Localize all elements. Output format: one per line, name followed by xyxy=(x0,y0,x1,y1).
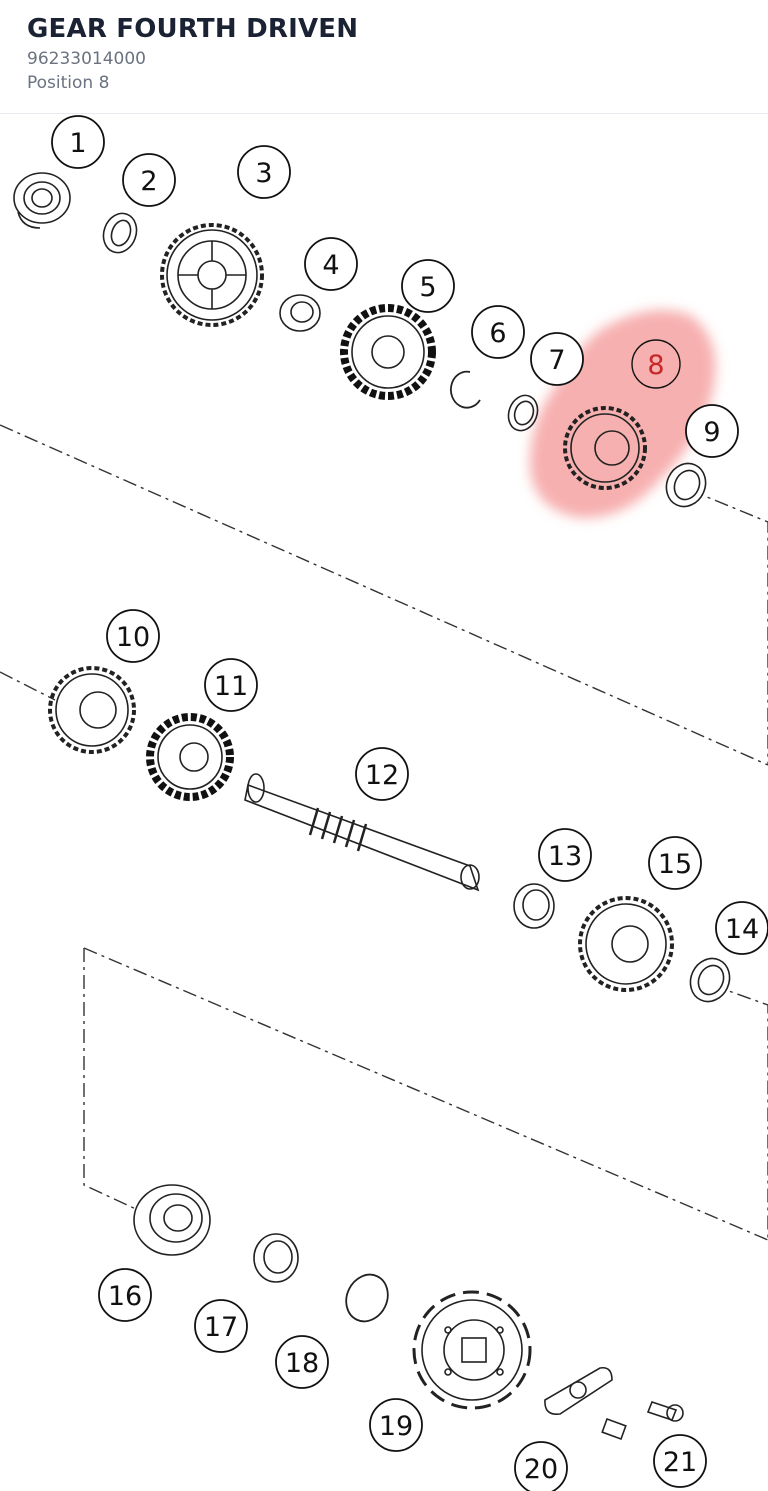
callout-number: 15 xyxy=(658,849,692,880)
callout-number: 13 xyxy=(548,841,582,872)
callout-number: 1 xyxy=(69,128,86,159)
part-20-plate xyxy=(544,1366,627,1441)
callout-circle xyxy=(194,1299,248,1353)
callout-9[interactable]: 9 xyxy=(685,404,739,458)
part-8-gear xyxy=(563,406,647,490)
callout-circle xyxy=(355,747,409,801)
callout-number: 17 xyxy=(204,1312,238,1343)
callout-number: 11 xyxy=(214,671,248,702)
part-number: 96233014000 xyxy=(27,49,146,69)
callout-circle xyxy=(106,609,160,663)
callout-14[interactable]: 14 xyxy=(715,901,768,955)
part-5-gear xyxy=(340,304,436,400)
callout-circle xyxy=(538,828,592,882)
callout-number: 16 xyxy=(108,1281,142,1312)
callout-circle xyxy=(204,658,258,712)
part-3-gear xyxy=(160,223,264,327)
part-2-washer xyxy=(102,212,138,254)
callout-number: 20 xyxy=(524,1454,558,1485)
part-title: GEAR FOURTH DRIVEN xyxy=(27,14,359,44)
part-6-clip xyxy=(450,370,481,409)
callout-circle xyxy=(631,339,681,389)
callout-circle xyxy=(237,145,291,199)
callout-circle xyxy=(51,115,105,169)
callout-number: 3 xyxy=(255,158,272,189)
callout-19[interactable]: 19 xyxy=(369,1398,423,1452)
callout-circle xyxy=(304,237,358,291)
callout-3[interactable]: 3 xyxy=(237,145,291,199)
part-15-gear xyxy=(578,896,674,992)
part-1-bearing xyxy=(13,172,71,229)
callout-circle xyxy=(648,836,702,890)
callout-number: 10 xyxy=(116,622,150,653)
callout-number: 7 xyxy=(548,345,565,376)
part-9-washer xyxy=(665,462,707,508)
callout-10[interactable]: 10 xyxy=(106,609,160,663)
callout-17[interactable]: 17 xyxy=(194,1299,248,1353)
callout-number: 4 xyxy=(322,250,339,281)
callout-circle xyxy=(685,404,739,458)
part-12-shaft xyxy=(244,773,480,892)
callout-4[interactable]: 4 xyxy=(304,237,358,291)
callout-number: 6 xyxy=(489,318,506,349)
part-7-ring xyxy=(507,394,539,432)
callout-number: 18 xyxy=(285,1348,319,1379)
callout-21[interactable]: 21 xyxy=(653,1434,707,1488)
callout-number: 12 xyxy=(365,760,399,791)
callout-number: 9 xyxy=(703,417,720,448)
part-13-bush xyxy=(513,883,555,929)
callout-circle xyxy=(122,153,176,207)
callout-circle xyxy=(98,1268,152,1322)
part-19-sprocket xyxy=(412,1290,532,1410)
callout-6[interactable]: 6 xyxy=(471,305,525,359)
callout-circle xyxy=(275,1335,329,1389)
part-11-gear xyxy=(146,713,234,801)
part-4-bush xyxy=(279,294,321,332)
callout-circle xyxy=(369,1398,423,1452)
part-10-gear xyxy=(48,666,136,754)
part-17-bush xyxy=(253,1233,299,1283)
callout-20[interactable]: 20 xyxy=(514,1441,568,1491)
callout-16[interactable]: 16 xyxy=(98,1268,152,1322)
callout-12[interactable]: 12 xyxy=(355,747,409,801)
callout-circle xyxy=(401,259,455,313)
callout-number: 2 xyxy=(140,166,157,197)
callout-circle xyxy=(715,901,768,955)
callout-number: 19 xyxy=(379,1411,413,1442)
callout-18[interactable]: 18 xyxy=(275,1335,329,1389)
part-21-bolt xyxy=(646,1401,684,1422)
callout-circle xyxy=(471,305,525,359)
callout-1[interactable]: 1 xyxy=(51,115,105,169)
callout-15[interactable]: 15 xyxy=(648,836,702,890)
callout-5[interactable]: 5 xyxy=(401,259,455,313)
part-18-ring xyxy=(345,1273,389,1323)
part-16-bearing xyxy=(133,1184,211,1256)
callout-number: 14 xyxy=(725,914,759,945)
part-14-washer xyxy=(689,957,731,1003)
callout-number: 21 xyxy=(663,1447,697,1478)
part-position: Position 8 xyxy=(27,73,110,93)
callout-number: 5 xyxy=(419,272,436,303)
callout-2[interactable]: 2 xyxy=(122,153,176,207)
callout-number: 8 xyxy=(647,350,664,381)
part-header: GEAR FOURTH DRIVEN 96233014000 Position … xyxy=(0,0,768,114)
callout-8[interactable]: 8 xyxy=(631,339,681,389)
guide-lines xyxy=(0,424,768,1241)
callout-13[interactable]: 13 xyxy=(538,828,592,882)
callout-11[interactable]: 11 xyxy=(204,658,258,712)
callout-circle xyxy=(653,1434,707,1488)
callout-7[interactable]: 7 xyxy=(530,332,584,386)
callout-circle xyxy=(530,332,584,386)
callout-circle xyxy=(514,1441,568,1491)
